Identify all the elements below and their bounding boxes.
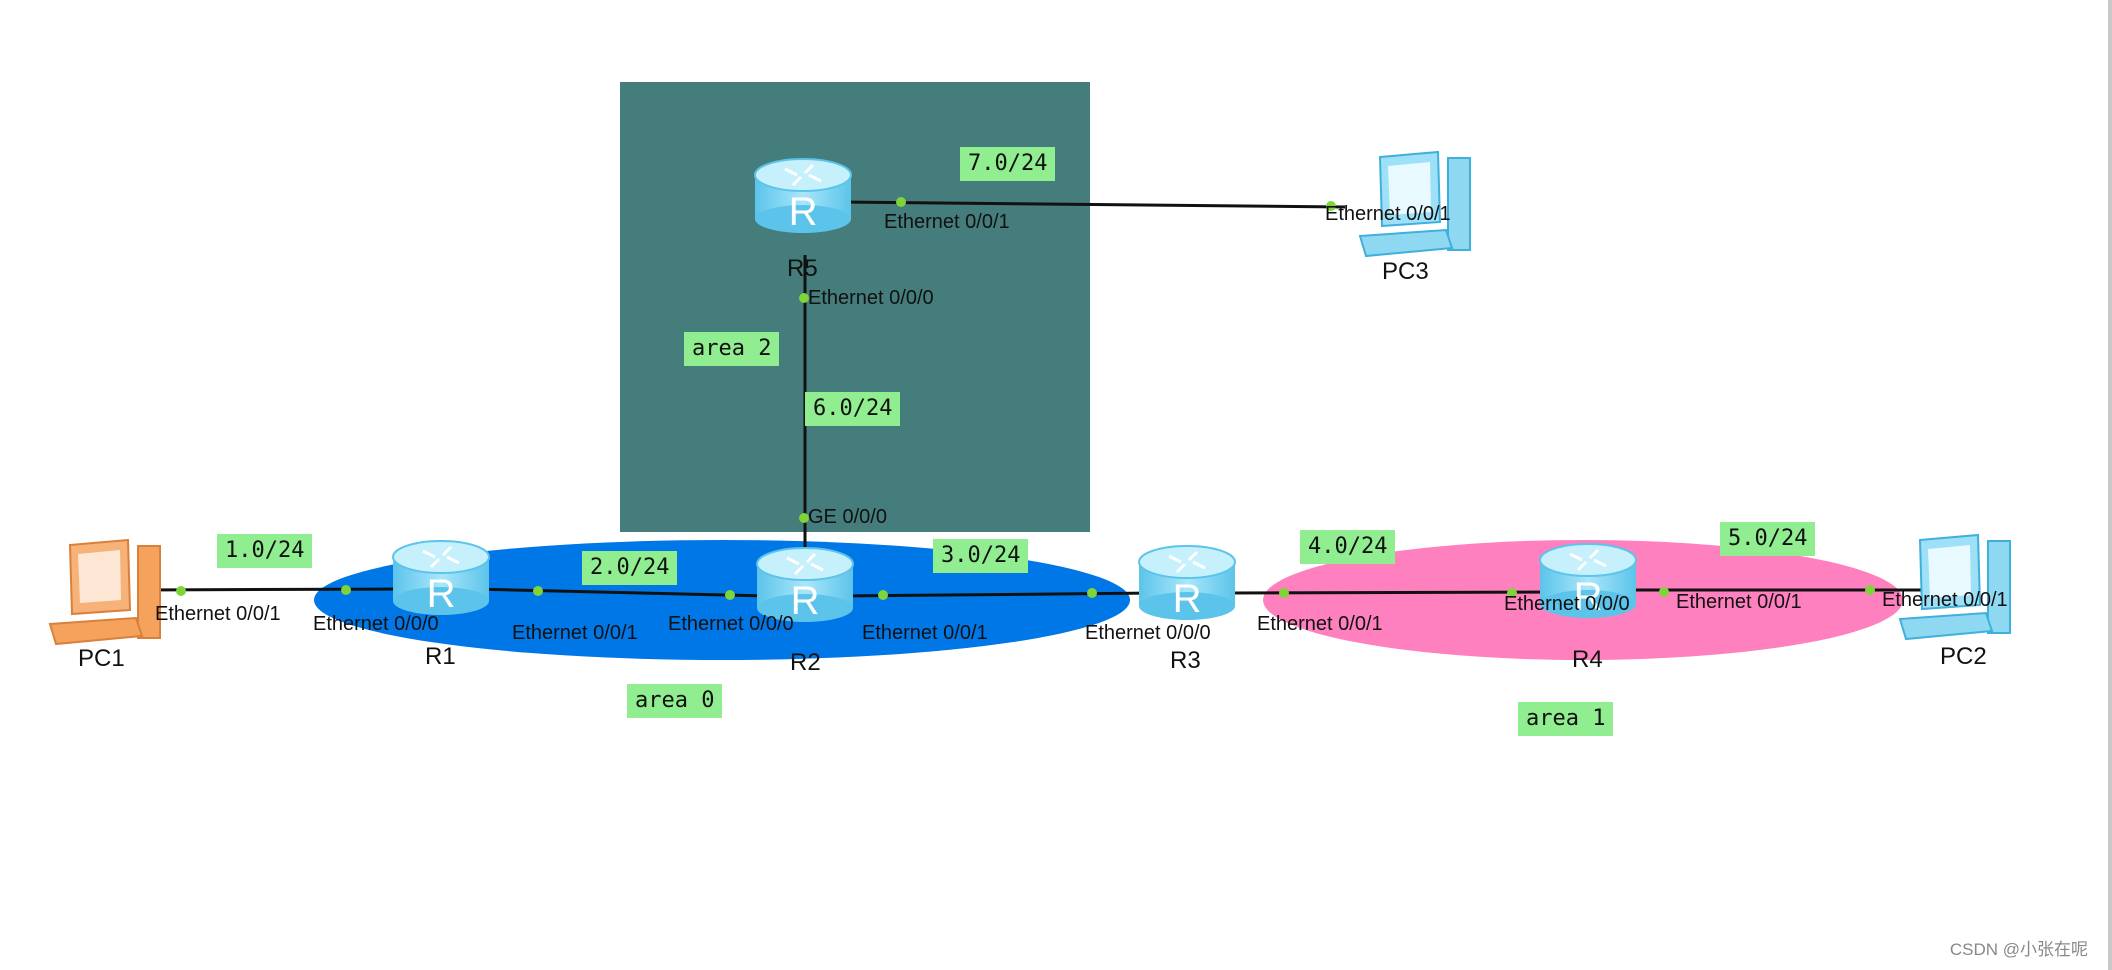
port-label-pc1-eth: Ethernet 0/0/1: [155, 603, 281, 625]
subnet-label-3: 3.0/24: [933, 539, 1029, 573]
area-0-label: area 0: [627, 684, 723, 718]
scrollbar-edge: [2108, 0, 2112, 970]
port-label-r2-e1: Ethernet 0/0/1: [862, 622, 988, 644]
device-label-pc1: PC1: [78, 645, 125, 672]
port-label-r2-ge: GE 0/0/0: [808, 506, 887, 528]
device-label-r4: R4: [1572, 646, 1603, 673]
subnet-label-4: 4.0/24: [1300, 530, 1396, 564]
subnet-label-5: 5.0/24: [1720, 522, 1816, 556]
subnet-label-7: 7.0/24: [960, 147, 1056, 181]
port-label-r3-e1: Ethernet 0/0/1: [1257, 613, 1383, 635]
device-label-r5: R5: [787, 255, 818, 282]
pc-icon-pc3[interactable]: [1358, 150, 1471, 258]
router-icon-r2[interactable]: R: [756, 547, 854, 623]
port-label-r4-e0: Ethernet 0/0/0: [1504, 593, 1630, 615]
port-label-pc2-eth: Ethernet 0/0/1: [1882, 589, 2008, 611]
port-dots: [176, 197, 1875, 600]
link-r2-r3: [839, 591, 1161, 598]
router-icon-r5[interactable]: R: [754, 158, 852, 234]
port-label-r3-e0: Ethernet 0/0/0: [1085, 622, 1211, 644]
link-r1-r2: [469, 587, 771, 598]
subnet-label-2: 2.0/24: [582, 551, 678, 585]
router-icon-r4[interactable]: R: [1539, 543, 1637, 619]
port-label-r5-e1: Ethernet 0/0/1: [884, 211, 1010, 233]
device-label-pc3: PC3: [1382, 258, 1429, 285]
area-1-label: area 1: [1518, 702, 1614, 736]
port-label-r2-e0: Ethernet 0/0/0: [668, 613, 794, 635]
port-label-r1-e0: Ethernet 0/0/0: [313, 613, 439, 635]
router-icon-r1[interactable]: R: [392, 540, 490, 616]
svg-text:R: R: [791, 579, 820, 623]
subnet-label-1: 1.0/24: [217, 534, 313, 568]
svg-text:R: R: [789, 190, 818, 234]
link-r5-pc3: [839, 200, 1346, 209]
device-label-r1: R1: [425, 643, 456, 670]
device-label-r3: R3: [1170, 647, 1201, 674]
port-label-r1-e1: Ethernet 0/0/1: [512, 622, 638, 644]
subnet-label-6: 6.0/24: [805, 392, 901, 426]
device-label-pc2: PC2: [1940, 643, 1987, 670]
port-label-r5-e0: Ethernet 0/0/0: [808, 287, 934, 309]
device-label-r2: R2: [790, 649, 821, 676]
pc-icon-pc1[interactable]: [48, 538, 161, 646]
pc-icon-pc2[interactable]: [1898, 533, 2011, 641]
router-icon-r3[interactable]: R: [1138, 545, 1236, 621]
svg-text:R: R: [1574, 575, 1603, 619]
area-2-label: area 2: [684, 332, 780, 366]
port-label-pc3-eth: Ethernet 0/0/1: [1325, 203, 1451, 225]
svg-text:R: R: [1173, 577, 1202, 621]
port-label-r4-e1: Ethernet 0/0/1: [1676, 591, 1802, 613]
watermark: CSDN @小张在呢: [1949, 940, 2088, 959]
area-0-region: [314, 540, 1130, 660]
svg-text:R: R: [427, 572, 456, 616]
